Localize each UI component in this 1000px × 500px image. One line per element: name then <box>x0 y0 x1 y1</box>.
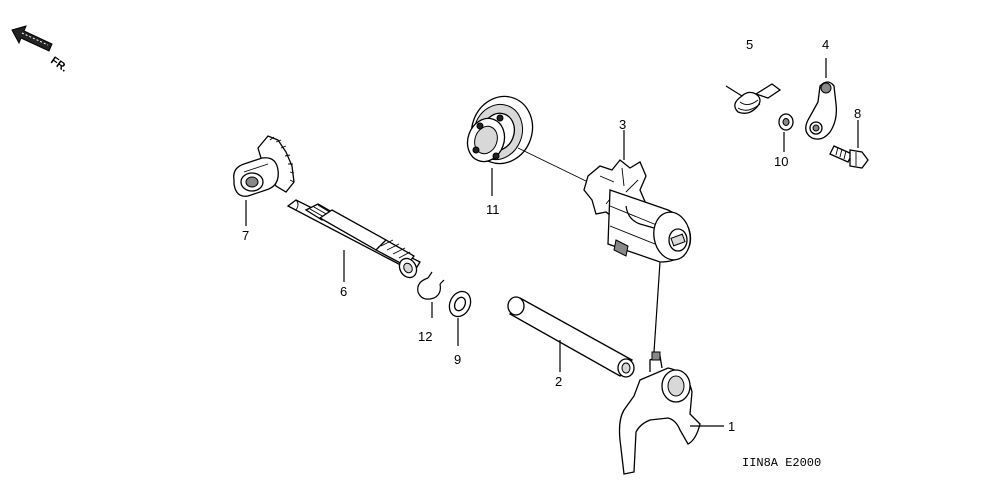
callout-1: 1 <box>728 419 735 434</box>
callout-7: 7 <box>242 228 249 243</box>
callout-5: 5 <box>746 37 753 52</box>
shift-fork[interactable] <box>618 351 701 475</box>
front-direction-label: FR. <box>48 55 69 75</box>
callout-2: 2 <box>555 374 562 389</box>
gearshift-arm[interactable] <box>233 135 295 197</box>
shift-fork-shaft[interactable] <box>507 296 635 378</box>
gearshift-spindle[interactable] <box>286 199 421 281</box>
circlip[interactable] <box>417 271 445 300</box>
stopper-arm[interactable] <box>805 81 838 140</box>
washer-10[interactable] <box>778 113 794 131</box>
callout-4: 4 <box>822 37 829 52</box>
radial-ball-bearing[interactable] <box>462 88 542 172</box>
front-direction-arrow-icon <box>11 25 53 52</box>
washer-9[interactable] <box>445 288 474 320</box>
callout-9: 9 <box>454 352 461 367</box>
callout-12: 12 <box>418 329 432 344</box>
stopper-arm-spring[interactable] <box>725 83 782 114</box>
callout-3: 3 <box>619 117 626 132</box>
diagram-code: IIN8A E2000 <box>742 456 821 470</box>
callout-8: 8 <box>854 106 861 121</box>
bolt[interactable] <box>829 145 869 169</box>
callout-6: 6 <box>340 284 347 299</box>
gearshift-drum[interactable] <box>583 159 694 263</box>
callout-11: 11 <box>486 202 500 217</box>
callout-10: 10 <box>774 154 788 169</box>
